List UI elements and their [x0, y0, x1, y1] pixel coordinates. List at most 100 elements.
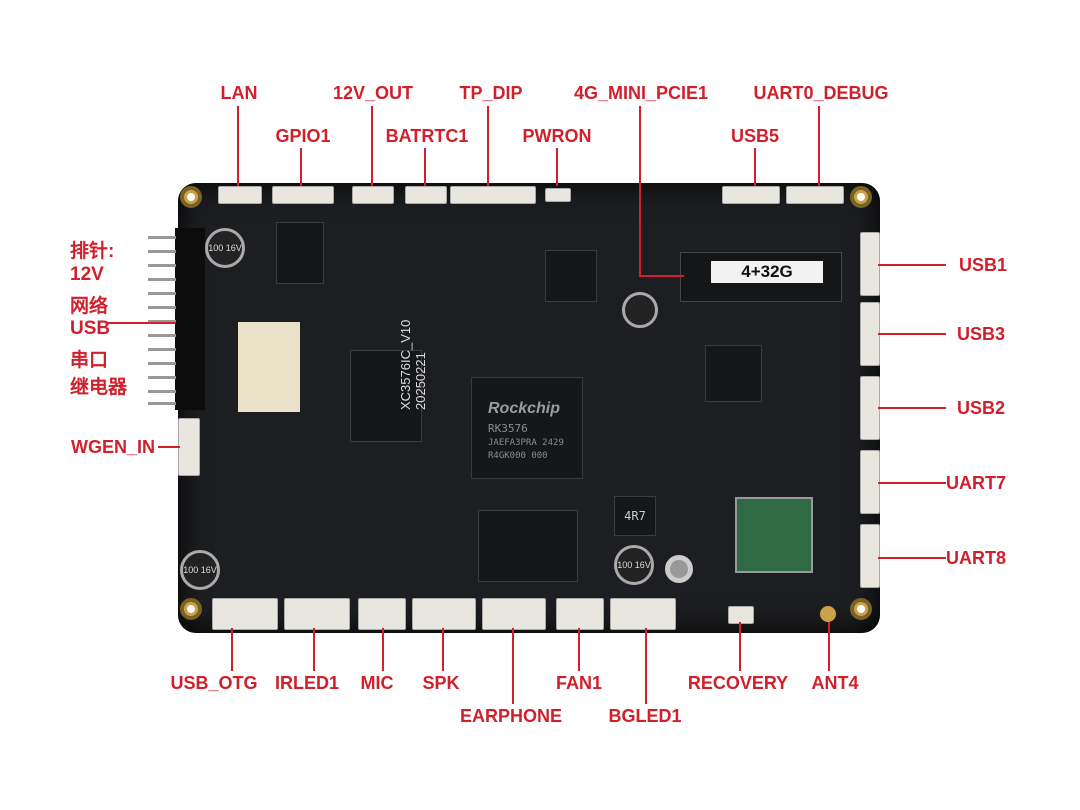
label-recovery: RECOVERY	[687, 673, 789, 693]
usb-otg-connector	[212, 598, 278, 630]
lan-connector	[218, 186, 262, 204]
leader-line	[424, 148, 426, 186]
label-header-relay: 继电器	[70, 377, 128, 398]
emmc-chip	[478, 510, 578, 582]
header-pin	[148, 250, 176, 253]
label-usb5: USB5	[730, 126, 780, 146]
leader-line	[878, 264, 946, 266]
leader-line	[371, 106, 373, 186]
pin-header	[175, 228, 205, 410]
label-pwron: PWRON	[522, 126, 592, 146]
label-batrtc1: BATRTC1	[385, 126, 469, 146]
leader-line	[754, 148, 756, 186]
capacitor: 100 16V	[180, 550, 220, 590]
leader-line	[639, 106, 641, 276]
mini-pcie-slot: 4+32G	[680, 252, 842, 302]
mount-hole	[850, 186, 872, 208]
gpio1-connector	[272, 186, 334, 204]
uart8-connector	[860, 524, 880, 588]
leader-line	[639, 275, 684, 277]
header-pin	[148, 264, 176, 267]
fan1-connector	[556, 598, 604, 630]
memory-chip	[350, 350, 422, 442]
label-fan1: FAN1	[555, 673, 603, 693]
label-header-network: 网络	[70, 296, 109, 317]
soc-chip: Rockchip RK3576 JAEFA3PRA 2429 R4GK000 0…	[471, 377, 583, 479]
label-uart8: UART8	[945, 548, 1007, 568]
label-4g-mini-pcie1: 4G_MINI_PCIE1	[573, 83, 709, 103]
ethernet-chip	[545, 250, 597, 302]
recovery-button	[728, 606, 754, 624]
label-usb3: USB3	[956, 324, 1006, 344]
header-pin	[148, 320, 176, 323]
leader-line	[878, 557, 946, 559]
label-header-serial: 串口	[70, 350, 109, 371]
mount-hole	[850, 598, 872, 620]
pwron-connector	[545, 188, 571, 202]
label-bgled1: BGLED1	[608, 706, 682, 726]
leader-line	[645, 628, 647, 704]
soc-line1: JAEFA3PRA 2429	[488, 438, 564, 448]
mount-hole	[180, 186, 202, 208]
header-pin	[148, 362, 176, 365]
label-ant4: ANT4	[811, 673, 859, 693]
label-spk: SPK	[422, 673, 460, 693]
header-pin	[148, 236, 176, 239]
soc-line2: R4GK000 000	[488, 451, 548, 461]
uart0-debug-connector	[786, 186, 844, 204]
leader-line	[313, 628, 315, 671]
label-lan: LAN	[220, 83, 258, 103]
earphone-connector	[482, 598, 546, 630]
label-gpio1: GPIO1	[275, 126, 331, 146]
leader-line	[231, 628, 233, 671]
leader-line	[512, 628, 514, 704]
12v-out-connector	[352, 186, 394, 204]
label-mic: MIC	[360, 673, 394, 693]
leader-line	[108, 322, 176, 324]
label-uart0-debug: UART0_DEBUG	[753, 83, 889, 103]
bgled1-connector	[610, 598, 676, 630]
header-pin	[148, 334, 176, 337]
usb2-connector	[860, 376, 880, 440]
soc-model: RK3576	[488, 422, 528, 435]
tp-dip-connector	[450, 186, 536, 204]
label-header-usb: USB	[70, 318, 111, 339]
audio-jack	[665, 555, 693, 583]
leader-line	[487, 106, 489, 186]
soc-brand: Rockchip	[488, 400, 561, 417]
usb5-connector	[722, 186, 780, 204]
header-pin	[148, 376, 176, 379]
label-header-12v: 12V	[70, 264, 104, 285]
ant4-connector	[820, 606, 836, 622]
label-usb1: USB1	[958, 255, 1008, 275]
network-chip	[276, 222, 324, 284]
wgen-in-connector	[178, 418, 200, 476]
mcu-chip	[705, 345, 762, 402]
uart7-connector	[860, 450, 880, 514]
header-pin	[148, 402, 176, 405]
leader-line	[442, 628, 444, 671]
leader-line	[878, 482, 946, 484]
label-tp-dip: TP_DIP	[459, 83, 523, 103]
board-name: XC3576IC_V10	[398, 319, 413, 410]
label-usb2: USB2	[956, 398, 1006, 418]
leader-line	[739, 622, 741, 671]
label-earphone: EARPHONE	[459, 706, 563, 726]
header-pin	[148, 306, 176, 309]
leader-line	[878, 407, 946, 409]
wifi-module	[735, 497, 813, 573]
leader-line	[237, 106, 239, 186]
usb3-connector	[860, 302, 880, 366]
irled1-connector	[284, 598, 350, 630]
label-irled1: IRLED1	[274, 673, 340, 693]
leader-line	[578, 628, 580, 671]
label-header-title: 排针:	[70, 241, 115, 262]
header-pin	[148, 348, 176, 351]
mount-hole	[180, 598, 202, 620]
capacitor: 100 16V	[614, 545, 654, 585]
label-uart7: UART7	[945, 473, 1007, 493]
leader-line	[300, 148, 302, 186]
leader-line	[556, 148, 558, 186]
board-date: 20250221	[413, 352, 428, 410]
label-wgen-in: WGEN_IN	[70, 437, 156, 457]
